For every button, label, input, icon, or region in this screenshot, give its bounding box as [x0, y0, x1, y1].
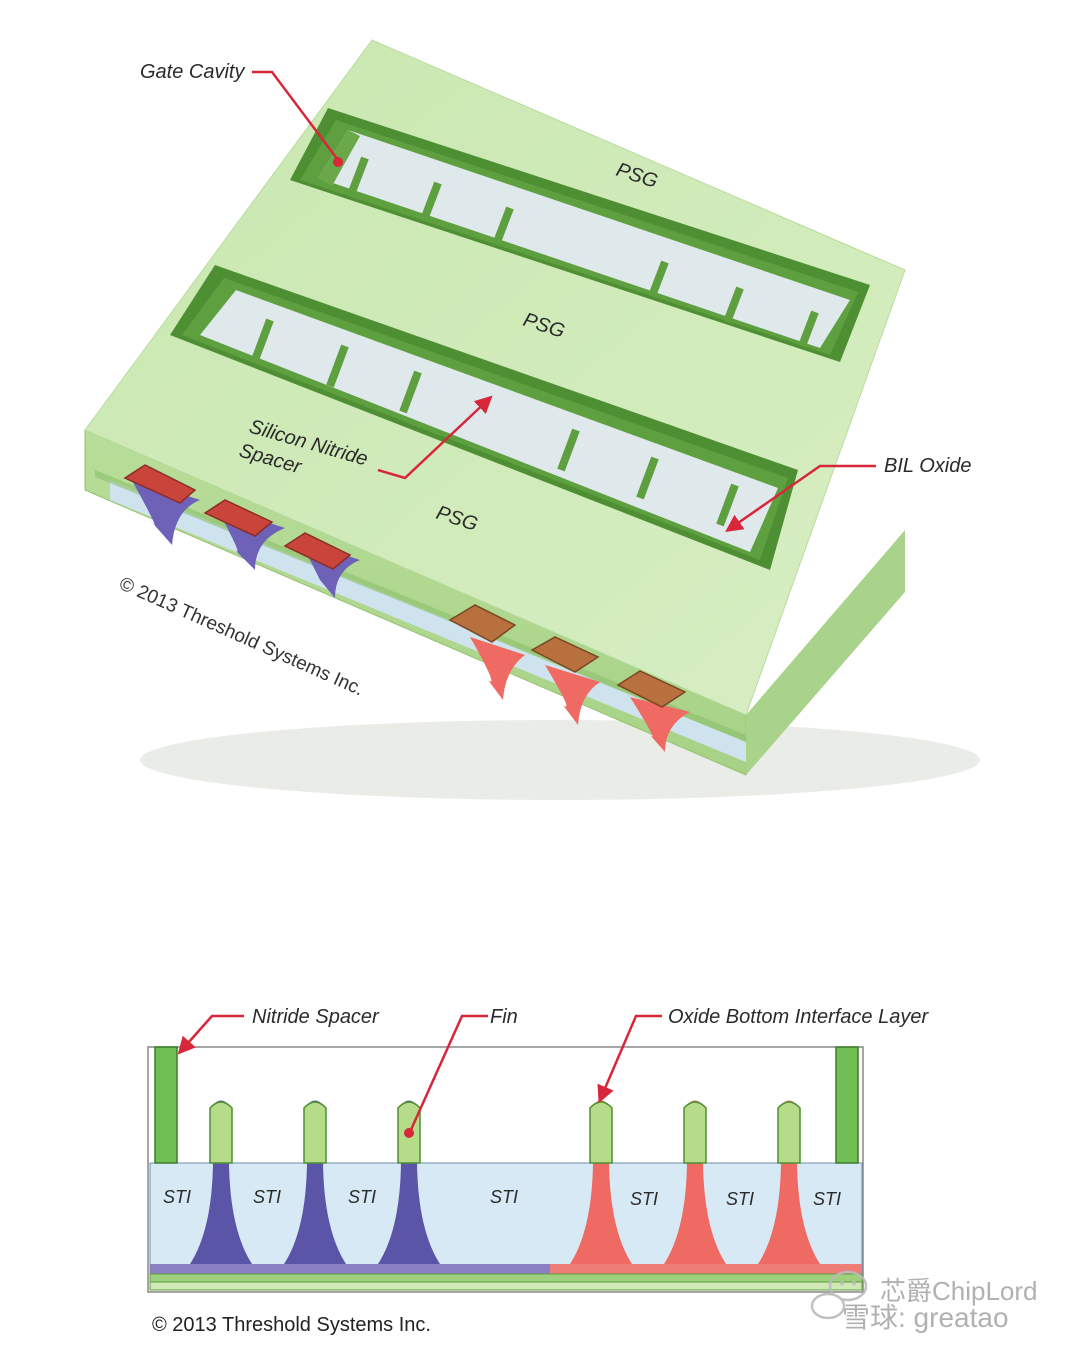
gate-cavity-dot	[333, 157, 343, 167]
sti-label: STI	[490, 1187, 518, 1207]
fin-red	[545, 665, 600, 725]
spacer-wall	[421, 181, 442, 219]
watermark-line2: 雪球: greatao	[842, 1302, 1009, 1333]
fin-red	[630, 697, 690, 752]
fin-red	[570, 1100, 632, 1264]
bil-oxide-label: BIL Oxide	[884, 455, 971, 477]
fins-red	[570, 1100, 820, 1264]
substrate-red	[550, 1264, 862, 1274]
spacer-wall	[251, 318, 274, 362]
spacer-wall	[723, 286, 744, 324]
sti-label: STI	[253, 1187, 281, 1207]
fin-top	[777, 1101, 801, 1164]
nitride-spacer-left	[154, 1046, 178, 1164]
sti-label: STI	[813, 1189, 841, 1209]
spacer-wall	[326, 344, 349, 388]
fin-top	[683, 1101, 707, 1164]
spacer-wall	[493, 206, 514, 244]
fin-dot	[404, 1128, 414, 1138]
fin-blue	[284, 1100, 346, 1264]
isometric-gate-figure: PSG PSG PSG Gate Cavity Silicon Nitride …	[84, 39, 980, 800]
fin-tops	[209, 1101, 801, 1164]
nitride-spacer-right	[835, 1046, 859, 1164]
oxide-bil-leader	[597, 1014, 662, 1104]
substrate-green-1	[149, 1273, 863, 1283]
bottom-copyright: © 2013 Threshold Systems Inc.	[152, 1314, 431, 1336]
watermark-line1: 芯爵ChipLord	[880, 1276, 1038, 1306]
oxide-bil-label: Oxide Bottom Interface Layer	[668, 1006, 929, 1028]
gate-trench-lower	[170, 265, 798, 570]
fin-top	[589, 1101, 613, 1164]
callout-nitride-spacer: Nitride Spacer	[177, 1006, 380, 1055]
fin-red	[664, 1100, 726, 1264]
substrate-blue	[150, 1264, 550, 1274]
cross-section-frame	[147, 1046, 864, 1293]
nitride-spacer-leader	[177, 1014, 244, 1055]
watermark: 芯爵ChipLord 雪球: greatao	[810, 1270, 1038, 1333]
spacer-wall	[716, 483, 739, 527]
front-fins-red	[448, 604, 690, 752]
gate-block	[123, 464, 197, 504]
spacer-wall	[648, 260, 669, 298]
sti-label: STI	[348, 1187, 376, 1207]
nitride-spacer-label: Nitride Spacer	[252, 1006, 380, 1028]
gate-block	[616, 670, 687, 708]
spacer-leader	[377, 395, 493, 480]
fin-red	[470, 637, 525, 700]
front-fins-blue	[123, 464, 360, 598]
block-right-face	[746, 530, 905, 775]
sti-label: STI	[163, 1187, 191, 1207]
spacer-wall	[798, 310, 819, 348]
spacer-wall	[399, 370, 422, 414]
spacer-wall	[636, 456, 659, 500]
block-shadow	[140, 720, 980, 800]
wechat-icon	[810, 1270, 868, 1320]
sti-label: STI	[726, 1189, 754, 1209]
fin-leader	[408, 1014, 488, 1133]
callout-gate-cavity: Gate Cavity	[140, 61, 343, 167]
spacer-wall	[557, 428, 580, 472]
trench-floor	[318, 130, 850, 348]
bil-oxide-leader	[725, 464, 876, 532]
fin-blue	[190, 1100, 252, 1264]
gate-block	[203, 499, 274, 537]
gate-cavity-leader	[252, 70, 339, 161]
cross-section-figure: STI STI STI STI STI STI STI Nitride Spac…	[147, 1006, 929, 1336]
gate-block	[530, 636, 600, 673]
fin-top	[303, 1101, 327, 1164]
sti-region	[149, 1162, 863, 1274]
fin-blue	[130, 477, 200, 545]
callout-bil-oxide: BIL Oxide	[725, 455, 971, 532]
gate-trench-upper	[290, 108, 870, 362]
spacer-wall	[348, 156, 369, 194]
fin-label: Fin	[490, 1006, 518, 1028]
substrate-green-2	[149, 1281, 863, 1291]
fin-red	[758, 1100, 820, 1264]
callout-oxide-bil: Oxide Bottom Interface Layer	[597, 1006, 929, 1104]
gate-block	[448, 604, 517, 643]
fins-blue	[190, 1100, 440, 1264]
sti-label: STI	[630, 1189, 658, 1209]
callout-fin: Fin	[404, 1006, 518, 1138]
fin-top	[209, 1101, 233, 1164]
gate-block	[283, 532, 352, 570]
gate-cavity-label: Gate Cavity	[140, 61, 245, 83]
fin-blue	[378, 1100, 440, 1264]
